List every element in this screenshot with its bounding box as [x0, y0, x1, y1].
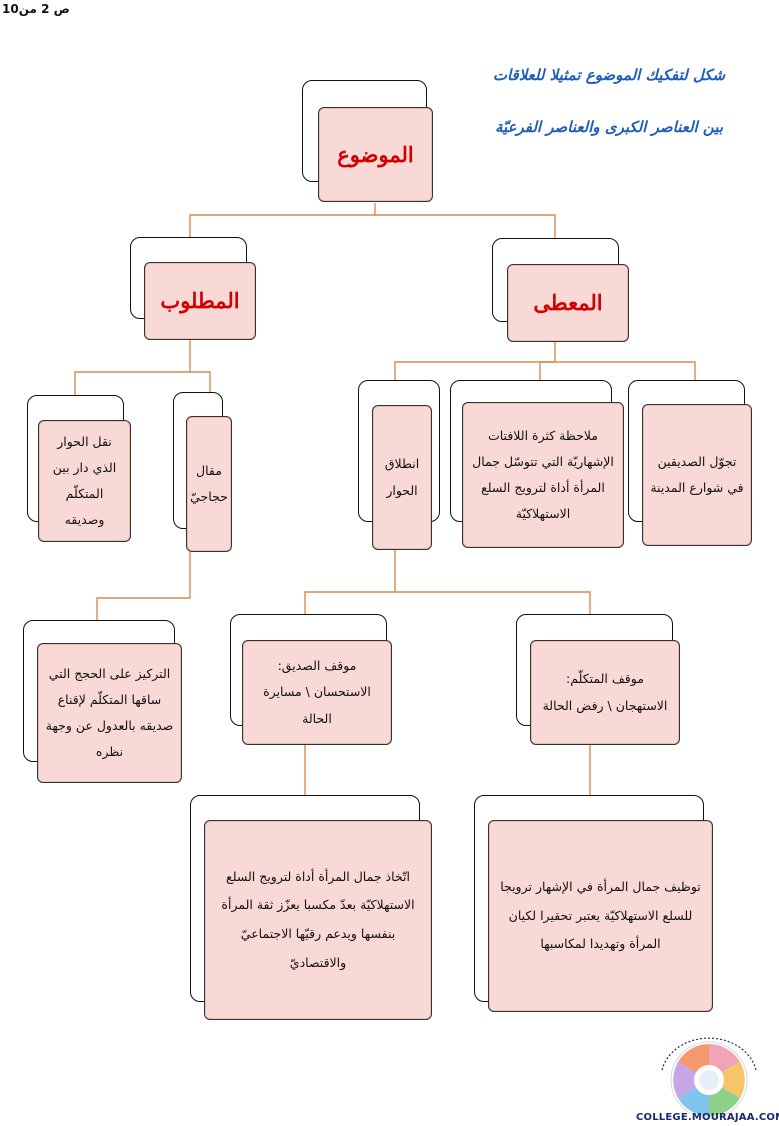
naql-node: نقل الحوار الذي دار بين المتكلّم وصديقه [38, 420, 131, 542]
mawqif-sadiq-title: موقف الصديق: [277, 658, 357, 674]
mawqif-sadiq-body: الاستحسان \ مسايرة الحالة [263, 684, 371, 726]
mawqif-mutakallim-title: موقف المتكلّم: [566, 671, 644, 687]
moata-node: المعطى [507, 264, 629, 342]
diagram-heading-line1: شكل لتفكيك الموضوع تمثيلا للعلاقات [492, 66, 726, 84]
matloub-node: المطلوب [144, 262, 256, 340]
mawqif-mutakallim-node: موقف المتكلّم: الاستهجان \ رفض الحالة [530, 640, 680, 745]
root-node: الموضوع [318, 107, 433, 202]
mawqif-sadiq-node: موقف الصديق: الاستحسان \ مسايرة الحالة [242, 640, 392, 745]
tajawwul-node: تجوّل الصديقين في شوارع المدينة [642, 404, 752, 546]
intilaq-node: انطلاق الحوار [372, 405, 432, 550]
diagram-heading-line2: بين العناصر الكبرى والعناصر الفرعيّة [494, 118, 724, 136]
maqal-node: مقال حجاجيّ [186, 416, 232, 552]
ittikhadh-node: اتّخاذ جمال المرأة أداة لترويج السلع الا… [204, 820, 432, 1020]
molahadha-node: ملاحظة كثرة اللافتات الإشهاريّة التي تتو… [462, 402, 624, 548]
site-logo-image [661, 1037, 757, 1119]
tawdhif-node: توظيف جمال المرأة في الإشهار ترويجا للسل… [488, 820, 713, 1012]
mawqif-mutakallim-body: الاستهجان \ رفض الحالة [542, 697, 668, 713]
tarkiz-node: التركيز على الحجج التي ساقها المتكلّم لإ… [37, 643, 182, 783]
page-number: ص 2 من10 [2, 2, 70, 16]
site-url: COLLEGE.MOURAJAA.COM [636, 1112, 779, 1123]
